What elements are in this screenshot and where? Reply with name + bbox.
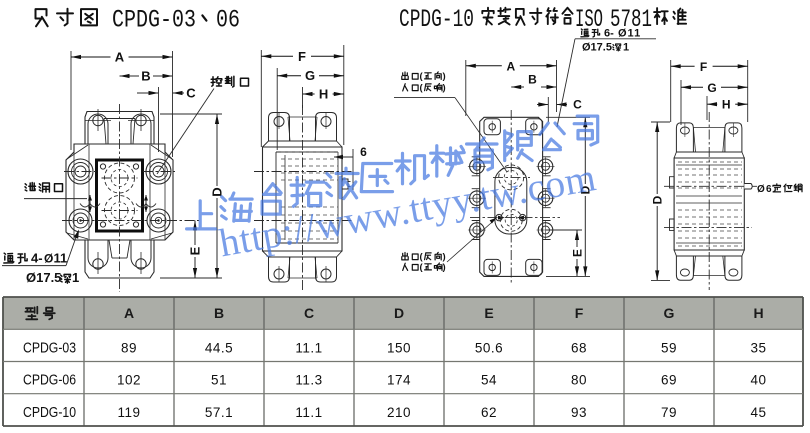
svg-text:F: F	[700, 60, 707, 74]
svg-text:CPDG-03: CPDG-03	[23, 340, 76, 356]
svg-text:50.6: 50.6	[475, 340, 503, 355]
svg-text:C: C	[573, 98, 582, 112]
svg-text:G: G	[664, 305, 675, 321]
svg-text:68: 68	[571, 340, 587, 355]
svg-text:79: 79	[661, 405, 677, 420]
svg-text:(: (	[420, 252, 424, 263]
svg-text:H: H	[319, 87, 328, 102]
svg-text:150: 150	[387, 340, 411, 355]
svg-text:B: B	[214, 305, 224, 321]
svg-text:D: D	[651, 195, 665, 204]
svg-text:11: 11	[54, 251, 68, 266]
svg-text:35: 35	[750, 340, 766, 355]
svg-text:6-: 6-	[604, 28, 614, 40]
svg-text:F: F	[298, 49, 306, 64]
svg-text:4-: 4-	[31, 251, 43, 266]
svg-text:80: 80	[571, 373, 587, 388]
svg-text:62: 62	[481, 405, 497, 420]
svg-text:5781: 5781	[610, 5, 652, 34]
svg-text:E: E	[570, 249, 584, 257]
svg-text:Ø11: Ø11	[618, 28, 641, 40]
svg-text:Ø: Ø	[44, 252, 53, 266]
svg-text:): )	[443, 71, 446, 82]
svg-text:H: H	[722, 98, 731, 112]
svg-text:B: B	[141, 69, 150, 84]
svg-text:CPDG-10: CPDG-10	[23, 405, 76, 421]
svg-text:06: 06	[216, 6, 240, 35]
svg-text:57.1: 57.1	[205, 405, 233, 420]
svg-text:1: 1	[72, 270, 79, 285]
svg-text:44.5: 44.5	[205, 340, 233, 355]
svg-text:51: 51	[211, 373, 227, 388]
svg-text:D: D	[579, 185, 593, 194]
svg-text:CPDG-10: CPDG-10	[399, 5, 474, 34]
svg-text:1: 1	[623, 42, 629, 54]
svg-text:A: A	[506, 59, 515, 73]
svg-text:CPDG-06: CPDG-06	[23, 373, 76, 389]
svg-text:Ø: Ø	[757, 184, 765, 195]
svg-text:D: D	[210, 187, 225, 196]
svg-text:D: D	[394, 305, 404, 321]
svg-text:ISO: ISO	[575, 5, 603, 34]
svg-text:Ø17.5: Ø17.5	[26, 270, 61, 285]
svg-text:B: B	[528, 73, 537, 87]
svg-text:6: 6	[766, 184, 772, 195]
svg-text:11.1: 11.1	[295, 340, 322, 355]
svg-text:A: A	[124, 305, 134, 321]
svg-text:): )	[443, 252, 446, 263]
svg-text:89: 89	[121, 340, 137, 355]
svg-text:54: 54	[481, 373, 497, 388]
svg-text:E: E	[484, 305, 493, 321]
svg-text:(: (	[420, 262, 424, 273]
svg-text:174: 174	[387, 373, 411, 388]
svg-text:(: (	[420, 71, 424, 82]
svg-text:G: G	[305, 68, 315, 83]
svg-text:6: 6	[360, 145, 367, 159]
svg-text:CPDG-03: CPDG-03	[112, 6, 196, 35]
svg-text:): )	[443, 83, 446, 94]
svg-text:E: E	[188, 246, 203, 255]
svg-text:93: 93	[571, 405, 587, 420]
svg-text:40: 40	[750, 373, 766, 388]
svg-text:11.3: 11.3	[295, 373, 322, 388]
svg-text:): )	[443, 262, 446, 273]
svg-text:C: C	[186, 86, 196, 101]
svg-text:69: 69	[661, 373, 677, 388]
svg-text:210: 210	[387, 405, 411, 420]
svg-text:Ø17.5: Ø17.5	[582, 42, 612, 54]
svg-text:45: 45	[750, 405, 766, 420]
svg-text:119: 119	[117, 405, 140, 420]
svg-text:C: C	[304, 305, 314, 321]
svg-text:H: H	[753, 305, 763, 321]
svg-text:G: G	[707, 81, 716, 95]
svg-text:59: 59	[661, 340, 677, 355]
svg-text:(: (	[420, 83, 424, 94]
svg-text:F: F	[575, 305, 584, 321]
svg-text:102: 102	[117, 373, 141, 388]
svg-text:A: A	[115, 50, 125, 65]
svg-text:11.1: 11.1	[295, 405, 322, 420]
